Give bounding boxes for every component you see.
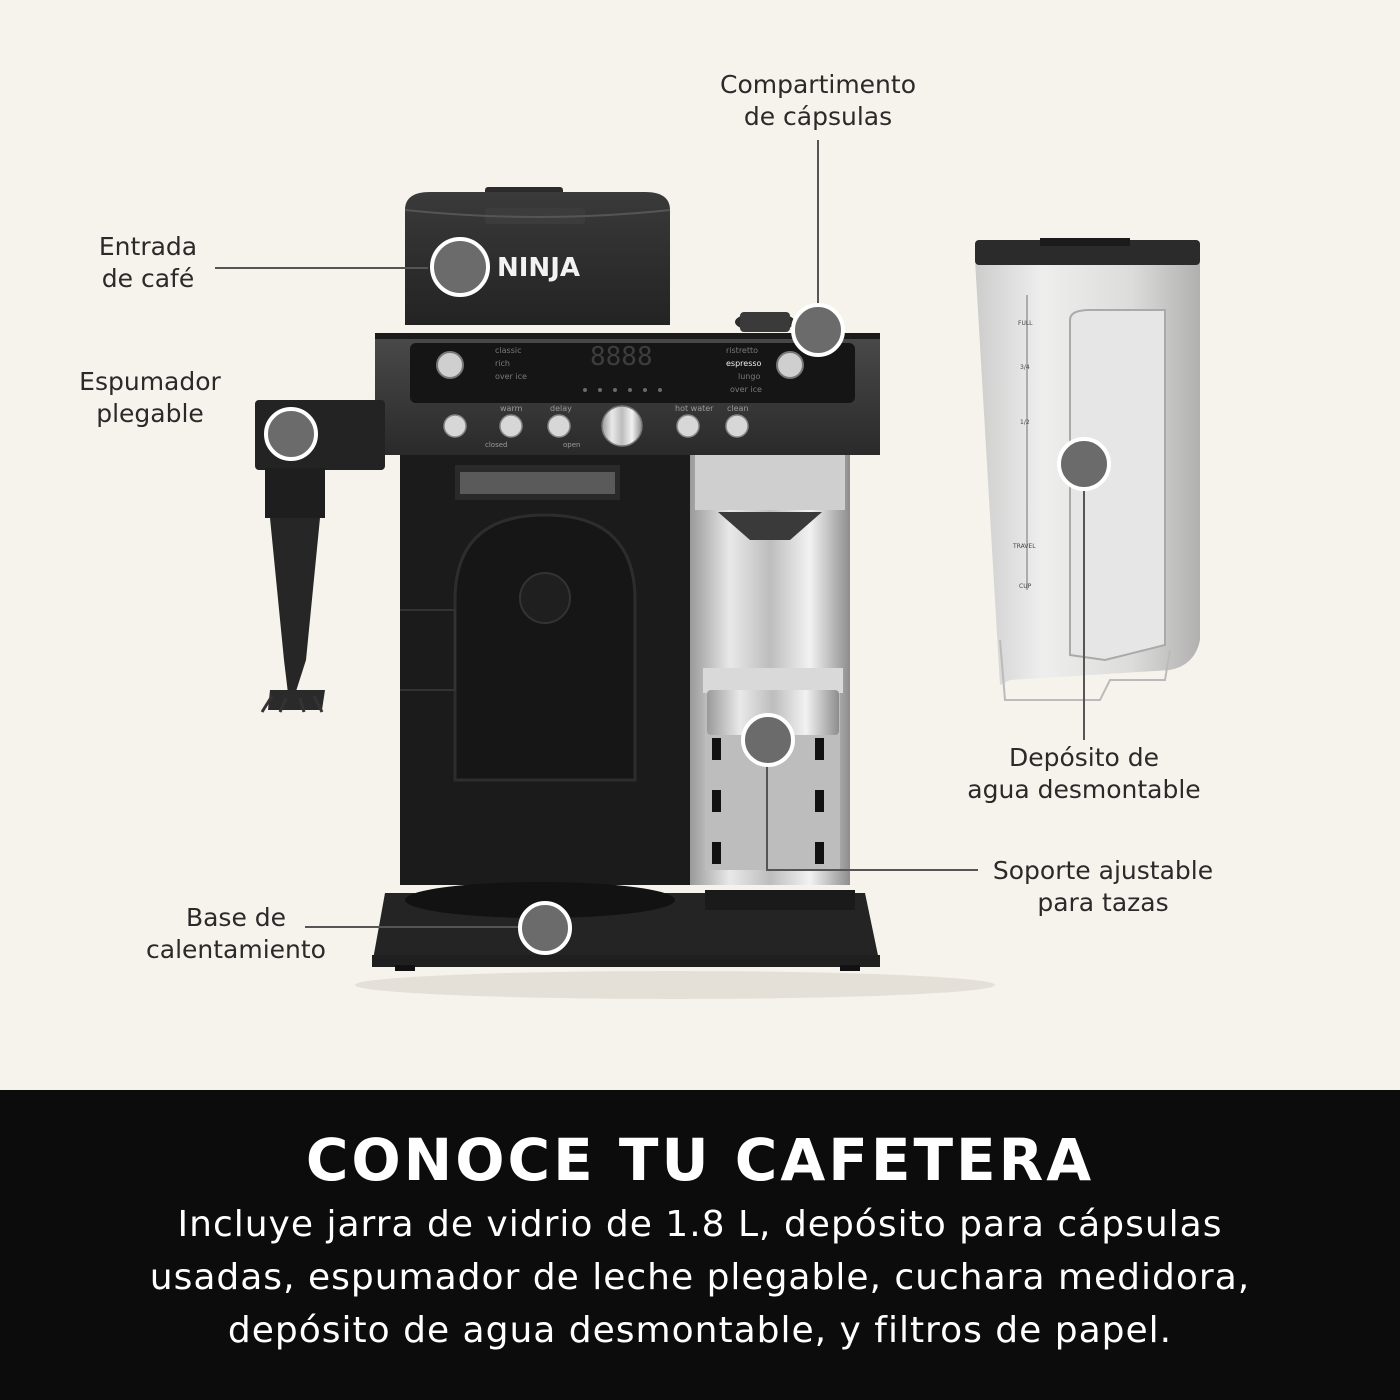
label-cup-stand: Soporte ajustable para tazas (972, 855, 1234, 919)
open-label: open (563, 441, 580, 449)
hotspot-coffee-inlet[interactable] (430, 237, 490, 297)
machine-body (400, 455, 690, 885)
hotspot-cup-stand[interactable] (741, 713, 795, 767)
tank-mark-34: 3/4 (1020, 364, 1030, 371)
dial-knob[interactable] (601, 405, 643, 447)
tank-mark-cup: CUP (1019, 583, 1032, 590)
banner-line-1: Incluye jarra de vidrio de 1.8 L, depósi… (177, 1204, 1223, 1245)
warm-label: warm (500, 404, 523, 413)
label-frother: Espumador plegable (60, 366, 240, 430)
control-panel: 8888 classic rich over ice ristretto esp… (375, 312, 880, 455)
hotspot-frother[interactable] (264, 407, 318, 461)
banner-line-3: depósito de agua desmontable, y filtros … (227, 1310, 1173, 1351)
hot-water-button[interactable] (676, 414, 700, 438)
size-over-ice: over ice (730, 385, 762, 394)
delay-label: delay (550, 404, 572, 413)
heating-base (372, 882, 880, 971)
hotspot-water-tank[interactable] (1057, 437, 1111, 491)
label-coffee-inlet: Entrada de café (68, 231, 228, 295)
clean-button[interactable] (725, 414, 749, 438)
power-button[interactable] (443, 414, 467, 438)
label-water-tank-line2: agua desmontable (967, 775, 1201, 804)
label-water-tank-line1: Depósito de (1008, 743, 1160, 772)
brand-logo: NINJA (497, 253, 580, 283)
style-over-ice: over ice (495, 372, 527, 381)
label-capsule-compartment: Compartimento de cápsulas (698, 69, 938, 133)
label-heating-base: Base de calentamiento (130, 902, 342, 966)
label-frother-line1: Espumador (79, 367, 221, 396)
tank-mark-travel: TRAVEL (1012, 543, 1036, 550)
label-coffee-inlet-line2: de café (101, 264, 195, 293)
hot-water-label: hot water (675, 404, 714, 413)
warm-button[interactable] (499, 414, 523, 438)
size-lungo: lungo (738, 372, 760, 381)
label-heating-base-line2: calentamiento (146, 935, 326, 964)
size-ristretto: ristretto (726, 346, 758, 355)
label-cup-stand-line1: Soporte ajustable (992, 856, 1214, 885)
hotspot-capsule-compartment[interactable] (791, 303, 845, 357)
banner-title: CONOCE TU CAFETERA (305, 1126, 1095, 1194)
svg-text:8888: 8888 (590, 342, 653, 372)
label-cup-stand-line2: para tazas (1037, 888, 1169, 917)
info-banner: CONOCE TU CAFETERA Incluye jarra de vidr… (0, 1090, 1400, 1400)
banner-line-2: usadas, espumador de leche plegable, cuc… (149, 1257, 1251, 1298)
hotspots (264, 237, 1111, 955)
clean-label: clean (727, 404, 749, 413)
size-espresso: espresso (726, 359, 762, 368)
label-frother-line2: plegable (96, 399, 204, 428)
delay-button[interactable] (547, 414, 571, 438)
label-heating-base-line1: Base de (185, 903, 287, 932)
tank-mark-12: 1/2 (1020, 419, 1030, 426)
closed-label: closed (485, 441, 507, 449)
brew-column (690, 455, 850, 885)
banner-description: Incluye jarra de vidrio de 1.8 L, depósi… (0, 1198, 1400, 1357)
label-water-tank: Depósito de agua desmontable (944, 742, 1224, 806)
style-rich: rich (495, 359, 510, 368)
tank-mark-full: FULL (1018, 320, 1033, 327)
label-capsule-line2: de cápsulas (743, 102, 893, 131)
label-coffee-inlet-line1: Entrada (98, 232, 198, 261)
label-capsule-line1: Compartimento (720, 70, 916, 99)
coffee-machine-illustration: NINJA 8888 classic rich over ice ristret… (215, 140, 1200, 999)
leader-lines (215, 140, 1085, 928)
product-diagram: NINJA 8888 classic rich over ice ristret… (60, 69, 1234, 999)
hotspot-heating-base[interactable] (518, 901, 572, 955)
style-classic: classic (495, 346, 521, 355)
